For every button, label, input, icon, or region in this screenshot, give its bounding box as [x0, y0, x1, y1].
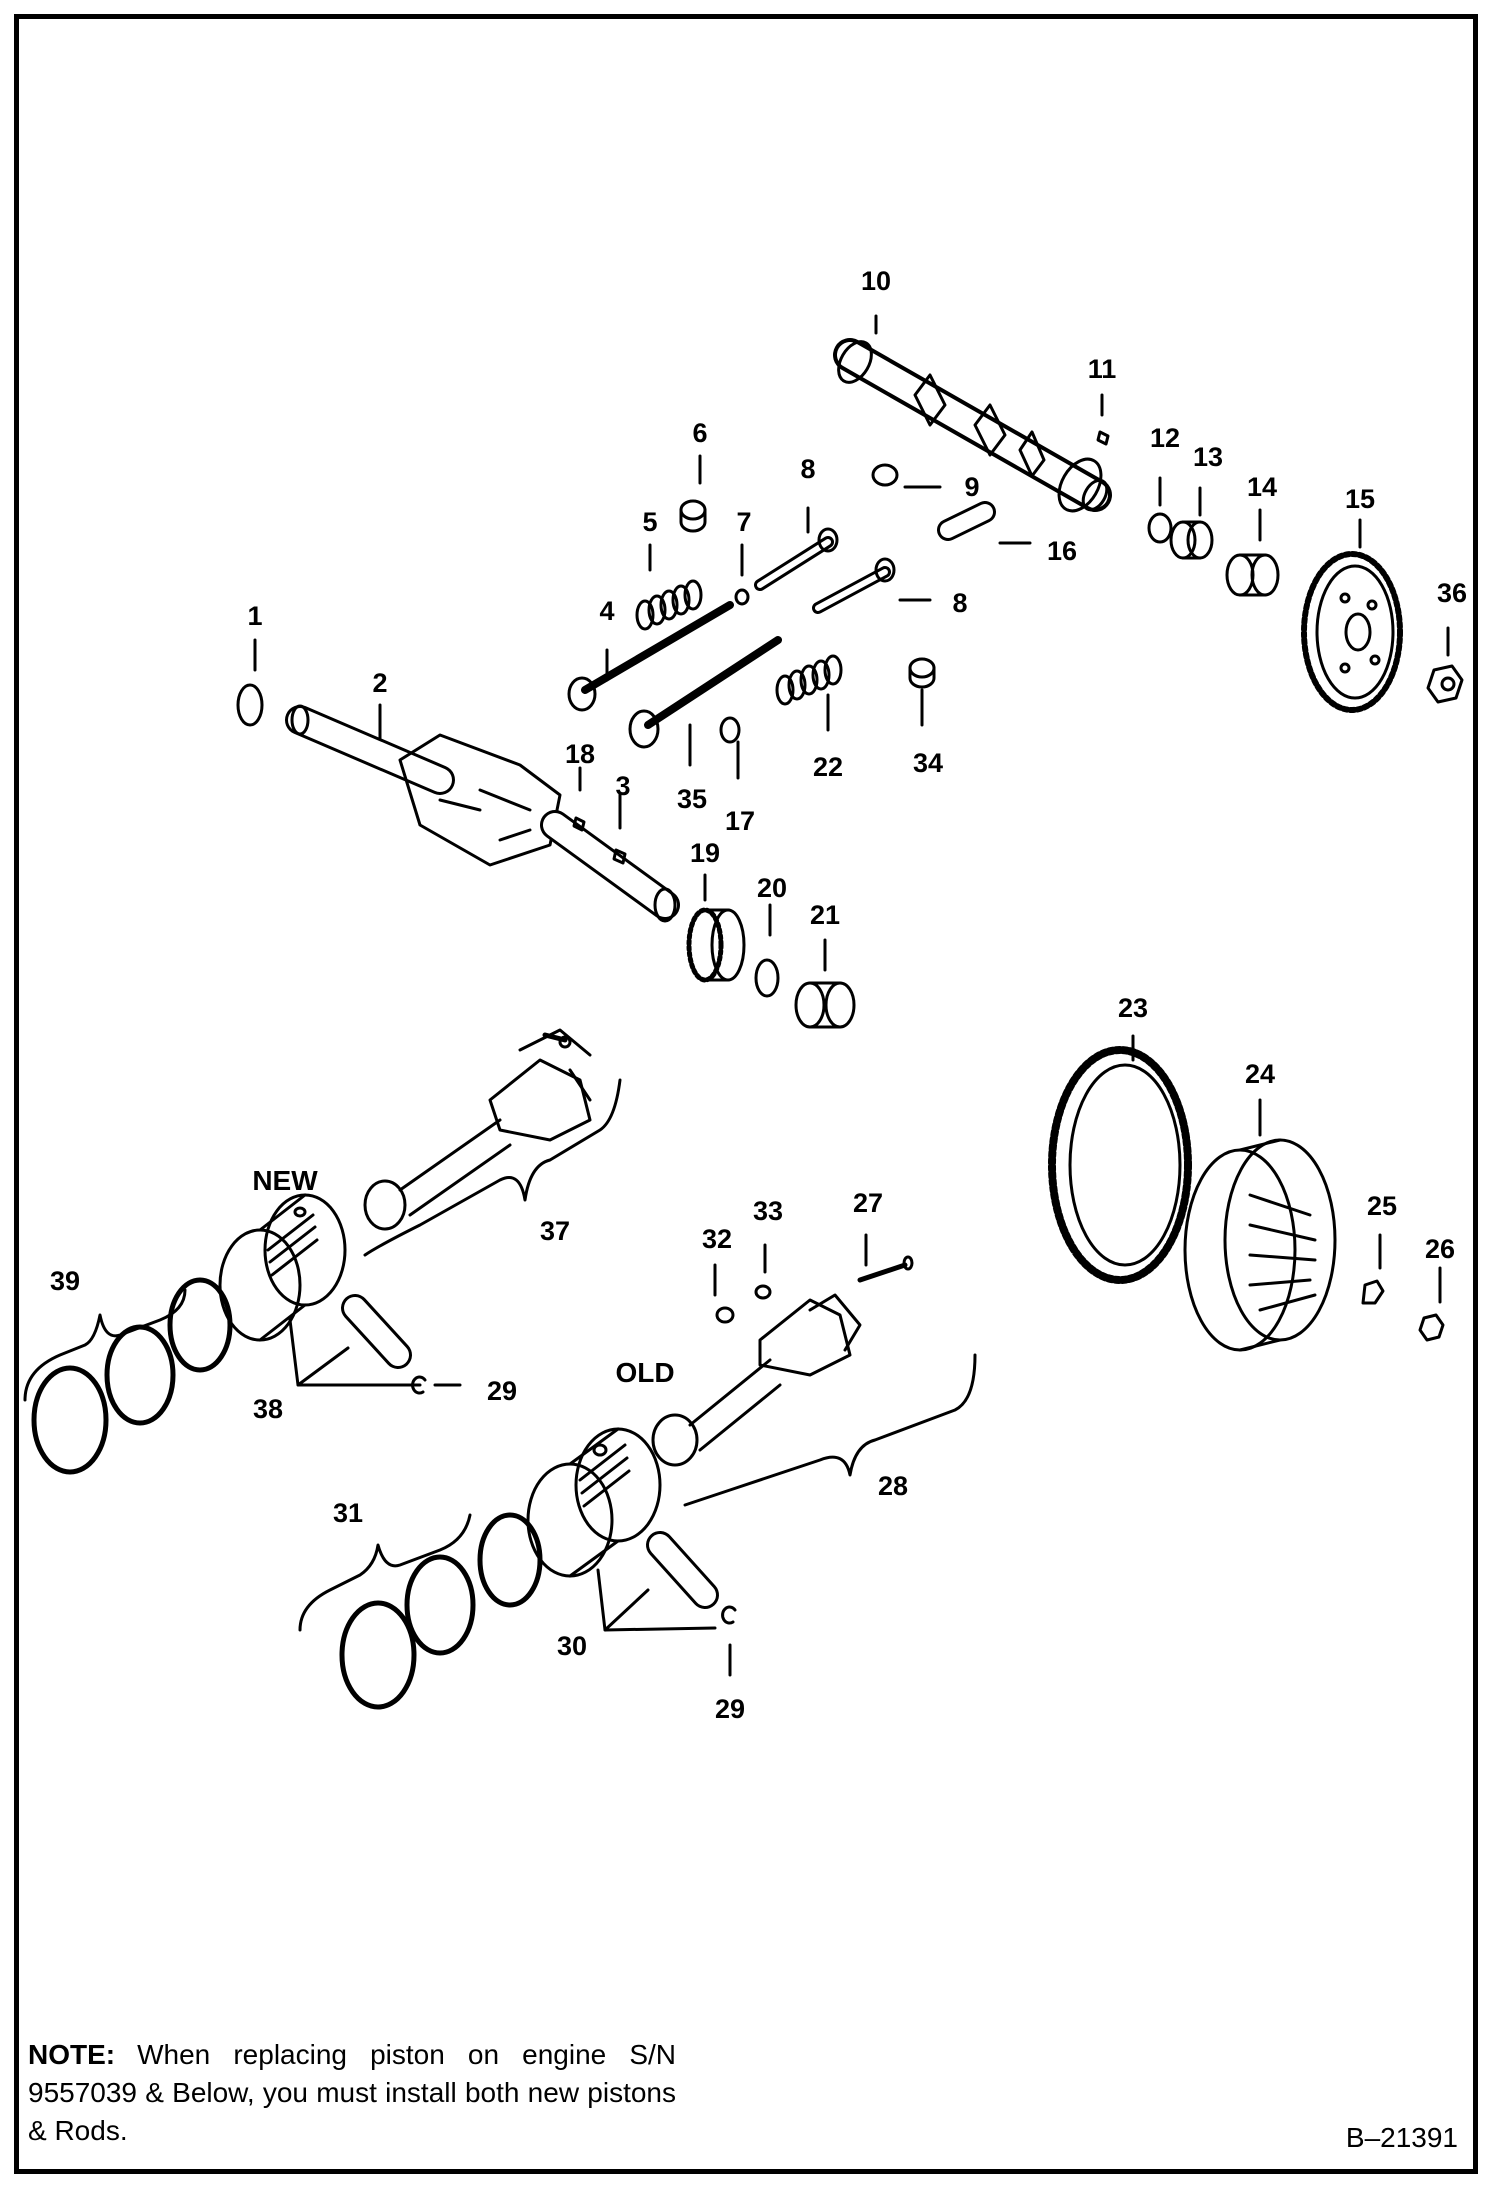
callout-26: 26 — [1425, 1234, 1455, 1264]
note-body: When replacing piston on engine S/N 9557… — [28, 2039, 676, 2146]
piston-rings-part-39 — [31, 1277, 233, 1475]
callout-22: 22 — [813, 752, 843, 782]
callout-29-new: 29 — [487, 1376, 517, 1406]
valve-part-4 — [567, 601, 734, 712]
callout-5: 5 — [642, 507, 657, 537]
callout-31: 31 — [333, 1498, 363, 1528]
wrist-pin-part-30 — [646, 1531, 719, 1609]
callout-30: 30 — [557, 1631, 587, 1661]
retainer-part-6 — [679, 499, 707, 533]
bearing-part-12 — [1147, 512, 1173, 544]
callout-leaders — [253, 314, 1450, 1677]
brace-37 — [363, 1078, 622, 1257]
crank-gear-part-19 — [686, 907, 746, 983]
callout-39: 39 — [50, 1266, 80, 1296]
callout-28: 28 — [878, 1471, 908, 1501]
wrist-pin-part-38-new — [341, 1294, 412, 1369]
callout-2: 2 — [372, 668, 387, 698]
camshaft-part — [833, 338, 1112, 513]
seal-ring-part-1 — [236, 683, 264, 727]
brace-39 — [23, 1288, 187, 1402]
spring-part-5 — [635, 579, 703, 631]
ring-gear-part-23 — [1048, 1046, 1192, 1284]
retainer-part-34 — [908, 657, 936, 689]
brace-28 — [683, 1353, 977, 1507]
label-new: NEW — [252, 1165, 318, 1196]
seal-ring-part-9 — [871, 463, 899, 487]
callout-18: 18 — [565, 739, 595, 769]
callout-10: 10 — [861, 266, 891, 296]
washer-part-25 — [1361, 1279, 1385, 1305]
figure-code: B–21391 — [1345, 2122, 1458, 2153]
brace-31 — [298, 1513, 472, 1632]
pin-part-16 — [937, 501, 996, 541]
callout-24: 24 — [1245, 1059, 1275, 1089]
piston-new — [218, 1193, 347, 1342]
crankshaft-part-2 — [285, 704, 680, 923]
nut-part-36 — [1426, 664, 1464, 704]
callout-37: 37 — [540, 1216, 570, 1246]
callout-34: 34 — [913, 748, 943, 778]
callout-1: 1 — [247, 601, 262, 631]
valve-part-35 — [628, 636, 782, 749]
leader-38 — [288, 1318, 422, 1387]
callout-32: 32 — [702, 1224, 732, 1254]
flywheel-part-24 — [1183, 1138, 1337, 1352]
callout-33: 33 — [753, 1196, 783, 1226]
connecting-rod-new-part-37 — [363, 1028, 592, 1231]
note-text: NOTE:When replacing piston on engine S/N… — [28, 2036, 676, 2150]
callout-27: 27 — [853, 1188, 883, 1218]
piston-rings-part-31 — [339, 1512, 543, 1710]
callout-23: 23 — [1118, 993, 1148, 1023]
piston-old — [526, 1427, 662, 1578]
callout-14: 14 — [1247, 472, 1277, 502]
callout-6: 6 — [692, 418, 707, 448]
callout-20: 20 — [757, 873, 787, 903]
bushing-part-13 — [1169, 520, 1214, 560]
callout-19: 19 — [690, 838, 720, 868]
nut-part-26 — [1418, 1313, 1445, 1342]
callout-9: 9 — [964, 472, 979, 502]
bushing-part-14 — [1225, 553, 1280, 597]
callout-8-lower: 8 — [952, 588, 967, 618]
callout-25: 25 — [1367, 1191, 1397, 1221]
washer-part-20 — [754, 958, 780, 998]
callout-15: 15 — [1345, 484, 1375, 514]
callout-29-old: 29 — [715, 1694, 745, 1724]
cam-gear-part-15 — [1301, 551, 1403, 713]
callout-4: 4 — [599, 596, 614, 626]
key-part-11 — [1096, 430, 1110, 446]
callout-38: 38 — [253, 1394, 283, 1424]
callout-8-upper: 8 — [800, 454, 815, 484]
callout-13: 13 — [1193, 442, 1223, 472]
key-part-18 — [572, 816, 586, 832]
connecting-rod-old — [651, 1255, 914, 1467]
note-label: NOTE: — [28, 2039, 116, 2070]
callout-3: 3 — [615, 771, 630, 801]
seal-part-17 — [719, 716, 741, 744]
washer-part-33 — [754, 1284, 772, 1300]
callout-12: 12 — [1150, 423, 1180, 453]
callout-16: 16 — [1047, 536, 1077, 566]
key-part-3 — [612, 848, 627, 865]
callout-35: 35 — [677, 784, 707, 814]
snap-ring-part-29-old — [721, 1605, 737, 1625]
valve-lifter-part-8-lower — [812, 557, 896, 614]
page-border — [14, 14, 1478, 2174]
callout-7: 7 — [736, 507, 751, 537]
label-old: OLD — [615, 1357, 674, 1388]
callout-11: 11 — [1088, 354, 1117, 384]
callout-36: 36 — [1437, 578, 1467, 608]
callout-21: 21 — [810, 900, 840, 930]
valve-lifter-part-8-upper — [754, 527, 839, 591]
callout-17: 17 — [725, 806, 755, 836]
nut-part-32 — [715, 1306, 735, 1324]
keeper-part-7 — [734, 588, 750, 606]
spring-part-22 — [775, 654, 843, 706]
bushing-part-21 — [794, 981, 856, 1029]
leader-30 — [596, 1568, 717, 1632]
